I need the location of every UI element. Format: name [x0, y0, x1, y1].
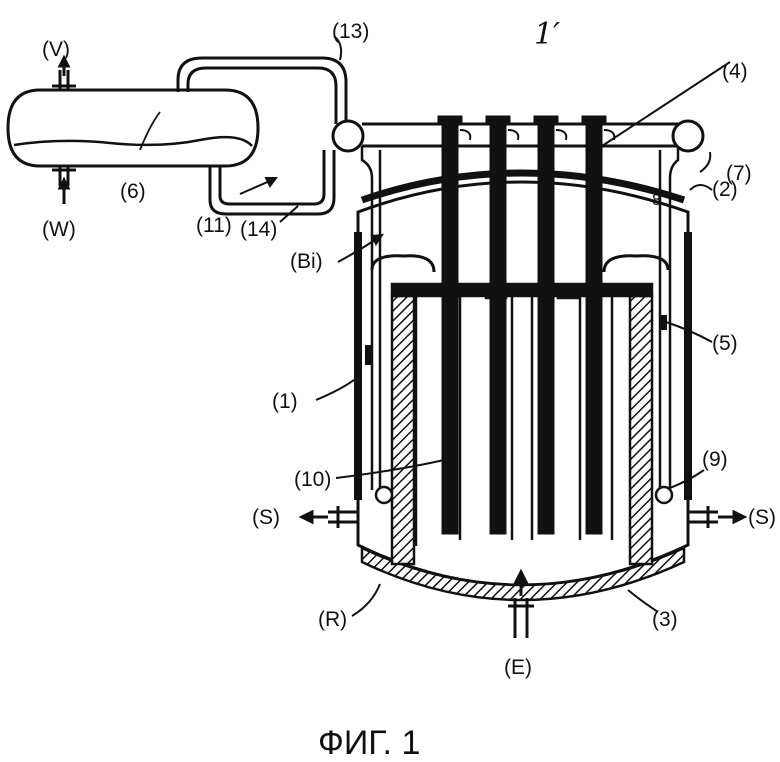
label-s-left: (S) — [252, 506, 280, 529]
vessel-wall — [354, 232, 692, 500]
label-7: (7) — [726, 162, 752, 185]
label-10: (10) — [294, 468, 331, 491]
outlet-nozzle-right — [688, 506, 748, 528]
piping-11 — [239, 177, 278, 195]
piping-14 — [208, 150, 336, 216]
label-v: (V) — [42, 38, 70, 61]
water-nozzle-w — [52, 166, 76, 204]
rod-hooks — [459, 129, 616, 141]
label-8: 8 — [652, 192, 661, 209]
vessel-lid — [360, 169, 686, 204]
label-w: (W) — [42, 218, 76, 241]
label-9: (9) — [702, 448, 728, 471]
control-rods — [437, 115, 607, 535]
label-11: (11) — [196, 214, 232, 237]
label-6: (6) — [120, 180, 146, 203]
label-e: (E) — [504, 656, 532, 679]
inlet-nozzle-bottom — [508, 568, 534, 638]
label-2: (2) — [712, 178, 738, 201]
vessel-bottom — [360, 546, 686, 602]
figure-reference: 1′ — [534, 17, 560, 52]
annulus-tubes — [360, 146, 680, 490]
vent-nozzle-v — [52, 54, 76, 90]
separation-hoods — [370, 254, 670, 273]
steam-drum — [6, 88, 260, 168]
figure-caption: ФИГ. 1 — [318, 724, 420, 762]
tube-marks — [365, 315, 667, 365]
label-bi: (Bi) — [290, 250, 323, 273]
core-barrel — [390, 282, 654, 566]
label-1: (1) — [272, 390, 298, 413]
label-s-right: (S) — [748, 506, 776, 529]
label-4: (4) — [722, 60, 748, 83]
bi-marker — [337, 233, 385, 263]
label-5: (5) — [712, 332, 738, 355]
top-header — [331, 119, 705, 153]
label-13: (13) — [332, 20, 369, 43]
leader-lines — [279, 35, 731, 617]
piping-13 — [176, 56, 348, 126]
outlet-nozzle-left — [298, 506, 358, 528]
pump-10 — [374, 485, 394, 505]
pump-9 — [654, 485, 674, 505]
label-14: (14) — [240, 218, 277, 241]
label-r: (R) — [318, 608, 347, 631]
label-3: (3) — [652, 608, 678, 631]
